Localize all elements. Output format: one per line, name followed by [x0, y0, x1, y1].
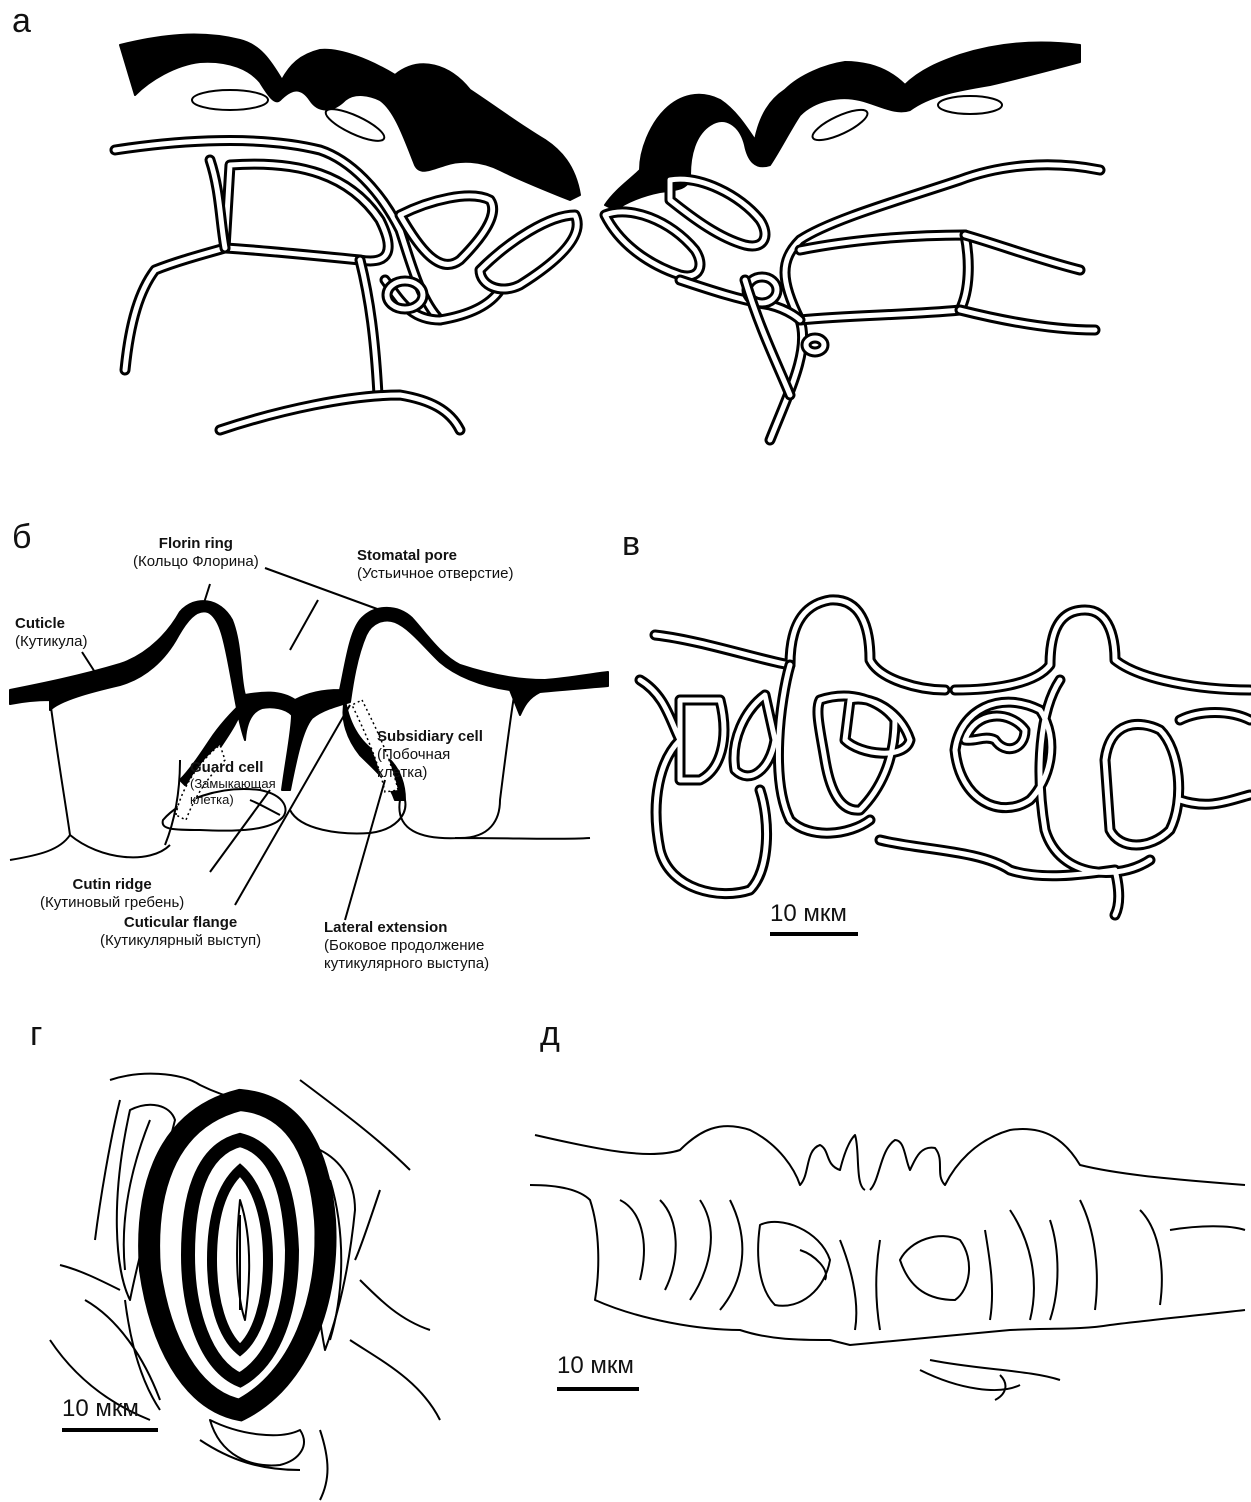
scale-bar-d-line: [557, 1387, 639, 1391]
label-lateral-extension: Lateral extension (Боковое продолжение к…: [324, 919, 489, 973]
scale-bar-v: 10 мкм: [770, 900, 847, 928]
panel-letter-b: б: [12, 518, 31, 557]
label-florin-ring: Florin ring (Кольцо Флорина): [133, 535, 259, 571]
label-guard-cell: Guard cell (Замыкающая клетка): [190, 760, 276, 808]
panel-letter-d: д: [540, 1015, 560, 1054]
scale-bar-d-label: 10 мкм: [557, 1352, 634, 1379]
panel-letter-a: а: [12, 2, 31, 41]
label-cutin-ridge: Cutin ridge (Кутиновый гребень): [40, 876, 184, 912]
panel-a-vacuole: [809, 104, 871, 146]
panel-letter-g: г: [30, 1015, 42, 1054]
scale-bar-v-line: [770, 932, 858, 936]
scale-bar-v-label: 10 мкм: [770, 900, 847, 927]
panel-a-vacuole: [192, 90, 268, 110]
label-cuticle: Cuticle (Кутикула): [15, 615, 87, 651]
scale-bar-g: 10 мкм: [62, 1395, 139, 1423]
panel-d-drawing: [530, 1126, 1245, 1400]
panel-a-vacuole: [322, 103, 388, 146]
label-subsidiary-cell: Subsidiary cell (Побочная клетка): [377, 728, 483, 782]
panel-a-vacuole: [938, 96, 1002, 114]
scale-bar-d: 10 мкм: [557, 1352, 634, 1380]
panel-a-cuticle-left: [120, 35, 580, 200]
scale-bar-g-label: 10 мкм: [62, 1395, 139, 1422]
panel-b-drawing: [10, 568, 608, 920]
label-stomatal-pore: Stomatal pore (Устьичное отверстие): [357, 547, 514, 583]
panel-letter-v: в: [622, 525, 640, 564]
scale-bar-g-line: [62, 1428, 158, 1432]
panel-a-cuticle-right: [605, 42, 1080, 210]
panel-g-drawing: [50, 1074, 440, 1500]
panel-a-drawing: [115, 35, 1100, 440]
panel-v-drawing: [640, 600, 1250, 915]
label-cuticular-flange: Cuticular flange (Кутикулярный выступ): [100, 914, 261, 950]
panel-b-cuticle: [10, 601, 608, 790]
